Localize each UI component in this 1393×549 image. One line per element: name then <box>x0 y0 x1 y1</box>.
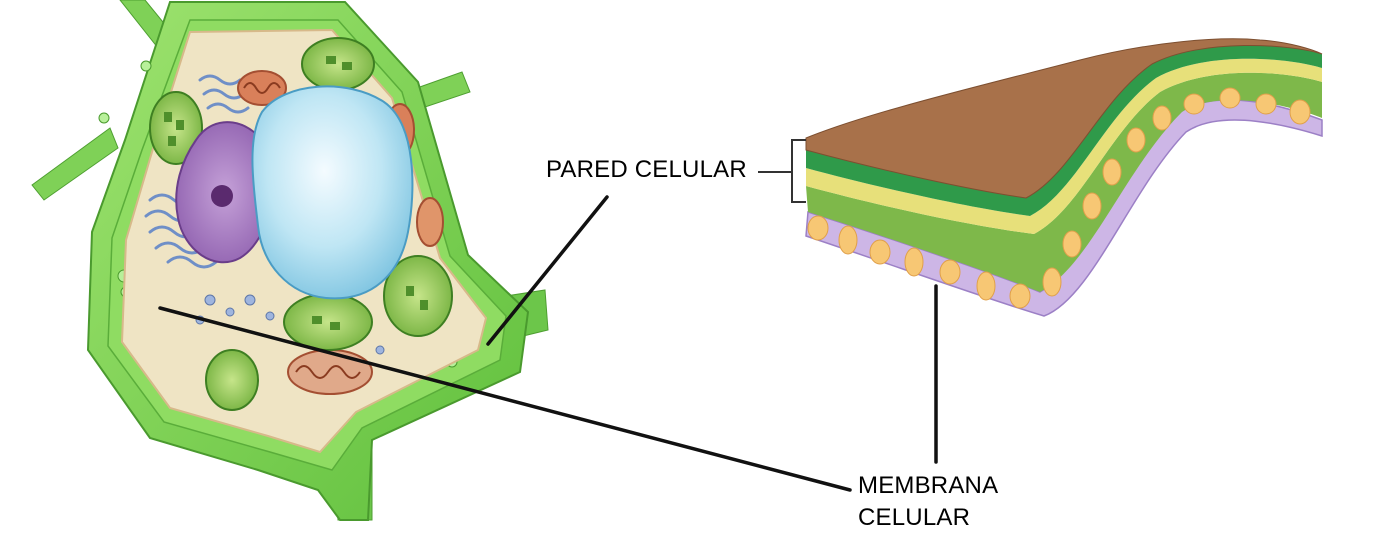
pared-bracket <box>758 139 806 203</box>
label-pared-celular: PARED CELULAR <box>546 156 747 183</box>
cross-section-membrane <box>805 99 1323 317</box>
label-membrana-celular: MEMBRANA CELULAR <box>858 470 998 534</box>
cross-section-wall-layer-2 <box>806 58 1322 235</box>
leader-lines <box>158 195 938 492</box>
wall-cross-section-illustration <box>805 38 1323 317</box>
central-vacuole <box>251 85 414 300</box>
membrana-leader-line <box>158 306 852 492</box>
neighbor-wall-left <box>31 127 119 201</box>
nucleolus <box>211 185 233 207</box>
nucleus <box>175 121 275 264</box>
cross-section-wall-surface <box>805 38 1323 199</box>
label-membrana-line1: MEMBRANA <box>858 472 999 499</box>
chloroplasts <box>149 37 453 411</box>
cross-section-wall-layer-3 <box>806 72 1322 292</box>
membrane-proteins <box>807 87 1311 309</box>
plant-cell-illustration <box>31 0 549 521</box>
pared-leader-line <box>486 195 609 346</box>
label-membrana-line2: CELULAR <box>858 504 971 531</box>
cross-section-wall-layer-1 <box>806 45 1322 216</box>
